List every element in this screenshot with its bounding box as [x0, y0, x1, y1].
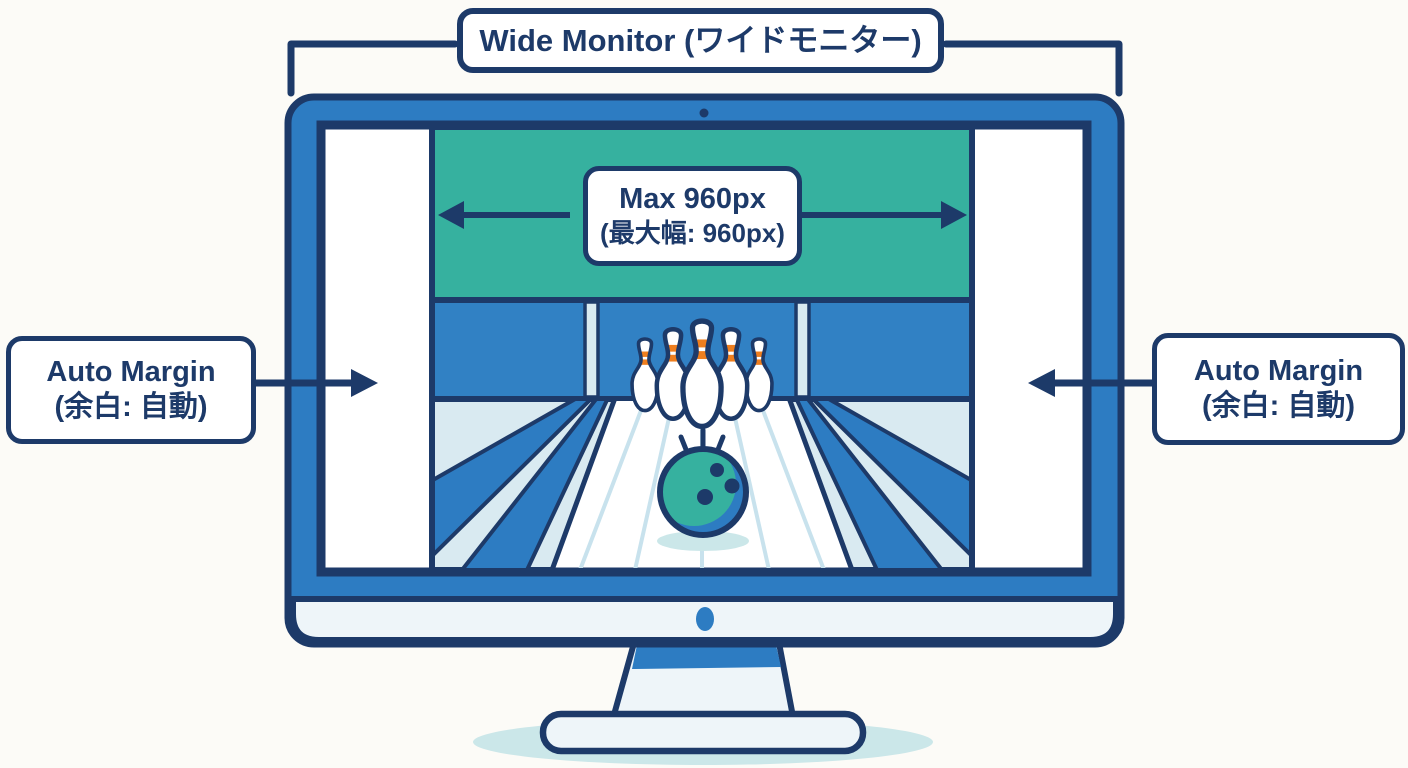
monitor-stand — [539, 640, 867, 755]
auto-margin-right-line2: (余白: 自動) — [1201, 390, 1356, 422]
wide-monitor-bracket — [287, 40, 1123, 97]
max-width-arrows — [438, 201, 967, 229]
auto-margin-arrow-right — [1028, 369, 1153, 397]
bowling-ball — [657, 427, 749, 551]
wide-monitor-label-text: Wide Monitor (ワイドモニター) — [479, 22, 922, 58]
wide-monitor-label: Wide Monitor (ワイドモニター) — [457, 8, 944, 73]
max-width-label-line2: (最大幅: 960px) — [600, 217, 785, 248]
max-width-label: Max 960px (最大幅: 960px) — [583, 166, 802, 266]
auto-margin-arrow-left — [253, 369, 378, 397]
camera-dot — [699, 108, 709, 118]
monitor-base — [539, 710, 867, 755]
auto-margin-right-line1: Auto Margin — [1193, 354, 1364, 387]
arrow-right-head — [941, 201, 967, 229]
auto-margin-left-line2: (余白: 自動) — [54, 391, 208, 423]
auto-margin-left-line1: Auto Margin — [46, 355, 216, 388]
arrow-left-head — [438, 201, 464, 229]
power-light — [696, 607, 714, 631]
max-width-label-line1: Max 960px — [619, 183, 766, 216]
auto-margin-label-left: Auto Margin (余白: 自動) — [6, 336, 256, 444]
auto-margin-label-right: Auto Margin (余白: 自動) — [1152, 333, 1405, 445]
